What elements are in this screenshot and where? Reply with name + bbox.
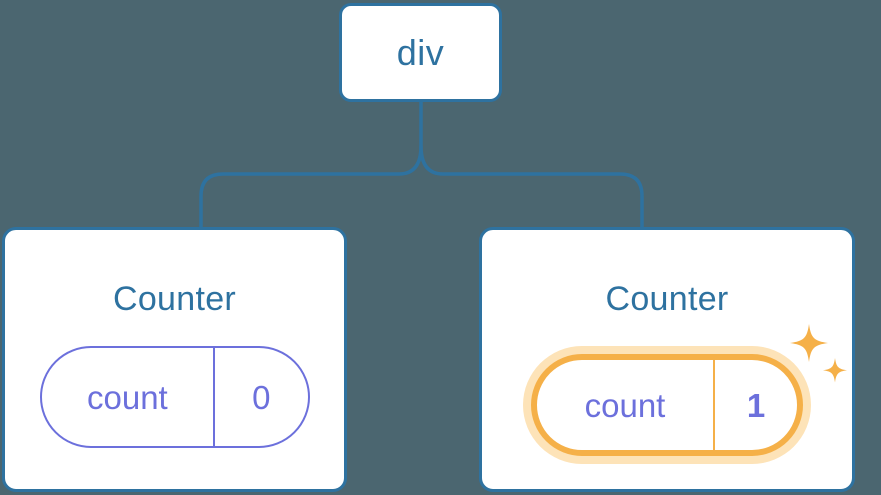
state-value-left: 0 xyxy=(252,378,271,416)
sparkle-small-icon xyxy=(823,358,847,383)
counter-title-right: Counter xyxy=(605,280,729,318)
state-pill-left[interactable]: count 0 xyxy=(39,346,310,448)
state-key-left: count xyxy=(42,348,216,446)
connector-branch-right xyxy=(419,145,644,227)
root-node-label: div xyxy=(396,31,445,73)
state-pill-wrap-left: count 0 xyxy=(39,346,310,448)
sparkle-large-icon xyxy=(790,324,828,362)
connector-branch-left xyxy=(199,145,423,227)
state-pill-right[interactable]: count 1 xyxy=(531,354,803,456)
state-pill-highlight-ring: count 1 xyxy=(523,346,811,464)
node-root-div[interactable]: div xyxy=(339,3,502,102)
node-counter-left[interactable]: Counter count 0 xyxy=(2,227,347,492)
counter-title-left: Counter xyxy=(112,280,237,318)
state-key-right: count xyxy=(537,360,715,450)
state-value-right: 1 xyxy=(746,386,766,424)
node-counter-right[interactable]: Counter count 1 xyxy=(479,227,855,492)
state-pill-wrap-right: count 1 xyxy=(523,324,847,464)
